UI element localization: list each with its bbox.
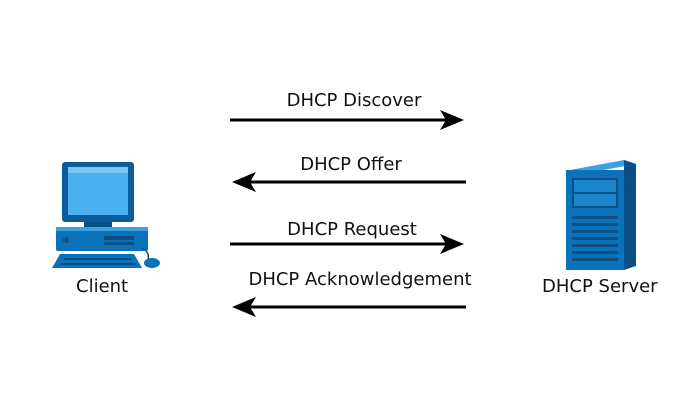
arrow-left-acknowledgement [232, 297, 466, 317]
message-label-offer: DHCP Offer [300, 154, 402, 175]
message-label-request: DHCP Request [287, 219, 417, 240]
arrow-right-request [230, 234, 464, 254]
client-node [52, 160, 162, 272]
server-tower-icon [566, 160, 636, 270]
client-label: Client [76, 276, 129, 297]
server-node [562, 156, 642, 272]
message-label-acknowledgement: DHCP Acknowledgement [248, 269, 472, 290]
arrow-left-offer [232, 172, 466, 192]
arrow-right-discover [230, 110, 464, 130]
server-label: DHCP Server [542, 276, 658, 297]
desktop-computer-icon [52, 162, 160, 268]
message-label-discover: DHCP Discover [286, 90, 422, 111]
